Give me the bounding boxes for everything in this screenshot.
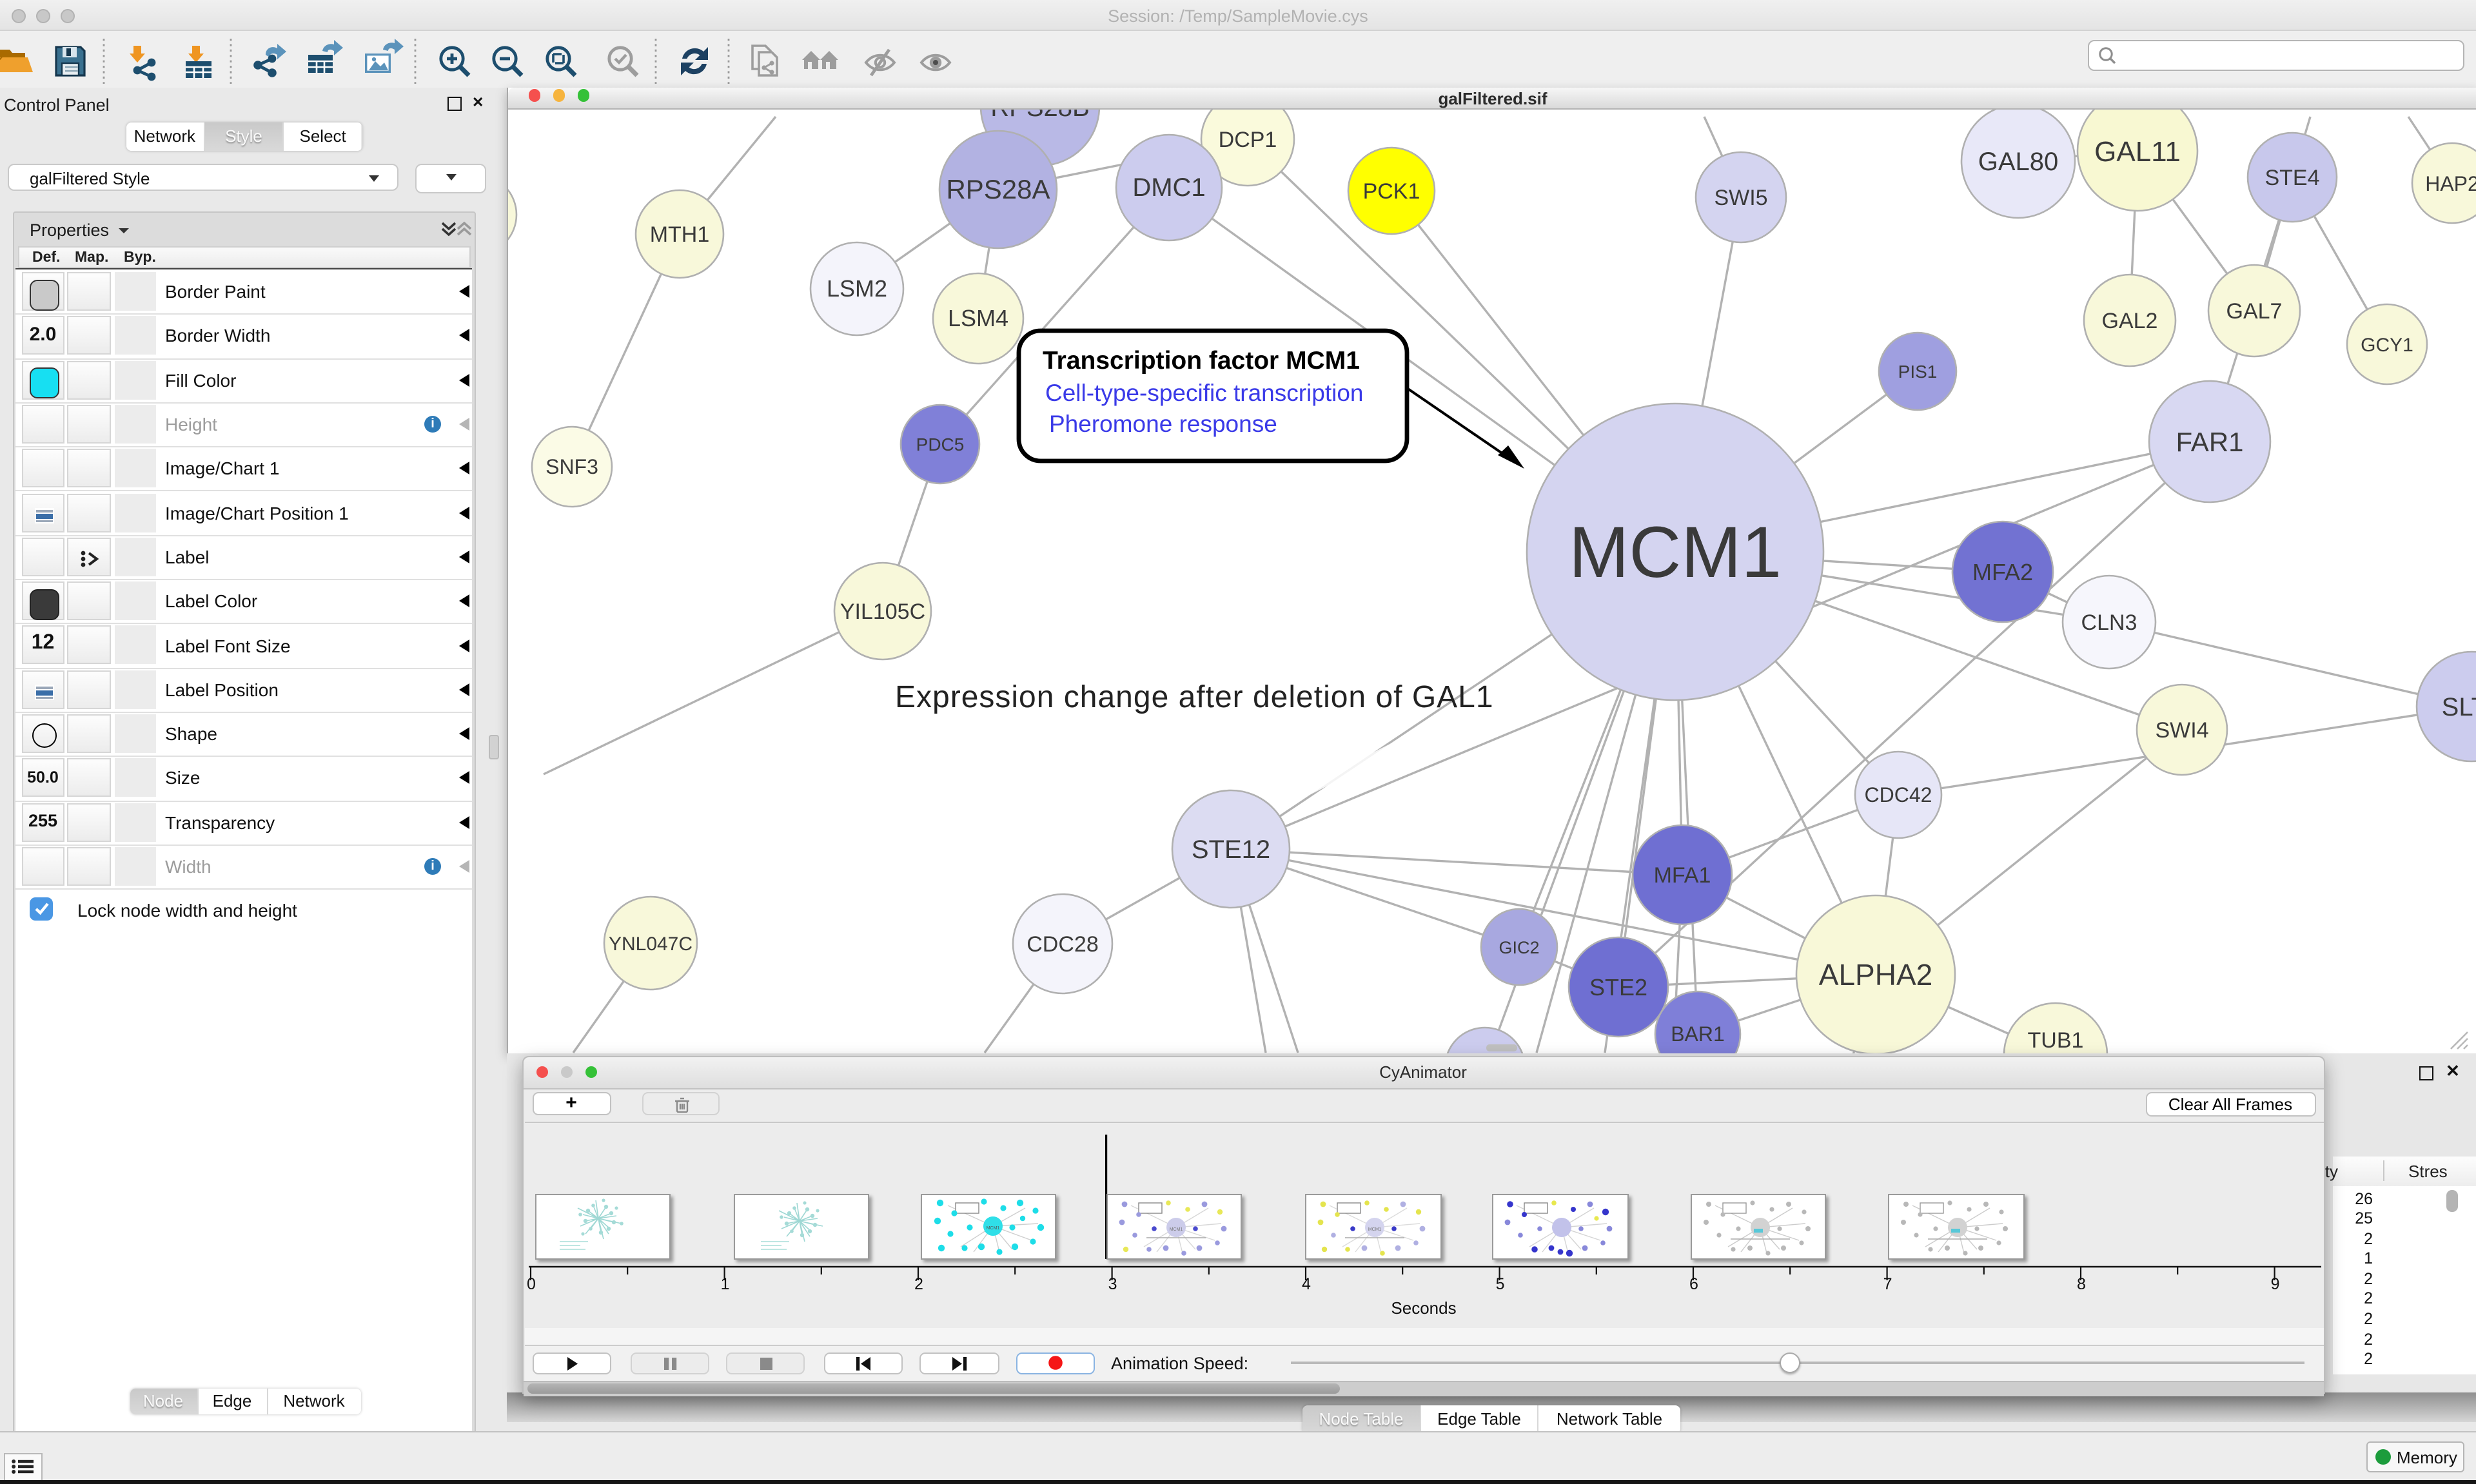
- svg-text:ALPHA2: ALPHA2: [1818, 958, 1932, 991]
- svg-text:LSM2: LSM2: [826, 275, 887, 302]
- svg-text:SWI5: SWI5: [1713, 186, 1767, 210]
- svg-text:PIS1: PIS1: [1898, 362, 1937, 382]
- svg-text:GCY1: GCY1: [2360, 335, 2413, 356]
- svg-text:GAL11: GAL11: [2094, 136, 2180, 168]
- svg-text:STE2: STE2: [1589, 974, 1647, 1001]
- svg-text:MCM1: MCM1: [1368, 1227, 1382, 1231]
- svg-text:RPS28B: RPS28B: [990, 110, 1088, 122]
- svg-text:GAL7: GAL7: [2226, 299, 2282, 324]
- svg-text:HAP2: HAP2: [2424, 172, 2476, 195]
- svg-text:LSM4: LSM4: [947, 305, 1008, 331]
- svg-text:CDC28: CDC28: [1026, 932, 1097, 957]
- svg-text:DCP1: DCP1: [1218, 128, 1277, 152]
- svg-text:YNL047C: YNL047C: [608, 933, 692, 955]
- svg-text:STE12: STE12: [1191, 835, 1270, 864]
- svg-text:FAR1: FAR1: [2175, 427, 2243, 457]
- svg-text:PDC5: PDC5: [916, 434, 964, 454]
- svg-text:MCM1: MCM1: [986, 1225, 999, 1230]
- svg-text:PCK1: PCK1: [1362, 179, 1420, 204]
- svg-text:CDC42: CDC42: [1864, 783, 1932, 806]
- svg-text:BAR1: BAR1: [1670, 1022, 1724, 1046]
- svg-text:STE4: STE4: [2264, 166, 2319, 190]
- svg-text:YIL105C: YIL105C: [840, 600, 925, 624]
- svg-text:MTH1: MTH1: [649, 222, 709, 247]
- svg-text:SLT2: SLT2: [2441, 693, 2476, 721]
- svg-text:MFA1: MFA1: [1653, 863, 1711, 888]
- svg-text:TUB1: TUB1: [2027, 1028, 2083, 1053]
- svg-text:GAL80: GAL80: [1978, 148, 2058, 176]
- svg-text:CLN3: CLN3: [2081, 610, 2137, 635]
- svg-text:MCM1: MCM1: [1169, 1227, 1183, 1231]
- svg-text:Pheromone response: Pheromone response: [1048, 411, 1277, 437]
- svg-text:SNF3: SNF3: [545, 455, 598, 478]
- svg-text:DMC1: DMC1: [1132, 173, 1204, 202]
- svg-text:SWI4: SWI4: [2154, 718, 2208, 743]
- svg-text:MFA2: MFA2: [1972, 559, 2032, 585]
- svg-text:RPS28A: RPS28A: [945, 174, 1049, 204]
- svg-text:Expression change after deleti: Expression change after deletion of GAL1: [894, 680, 1493, 714]
- svg-text:Transcription factor MCM1: Transcription factor MCM1: [1042, 347, 1359, 375]
- svg-text:Cell-type-specific transcripti: Cell-type-specific transcription: [1045, 380, 1363, 406]
- svg-text:GIC2: GIC2: [1498, 938, 1538, 957]
- svg-text:GAL2: GAL2: [2101, 309, 2157, 333]
- svg-text:MCM1: MCM1: [1568, 512, 1781, 592]
